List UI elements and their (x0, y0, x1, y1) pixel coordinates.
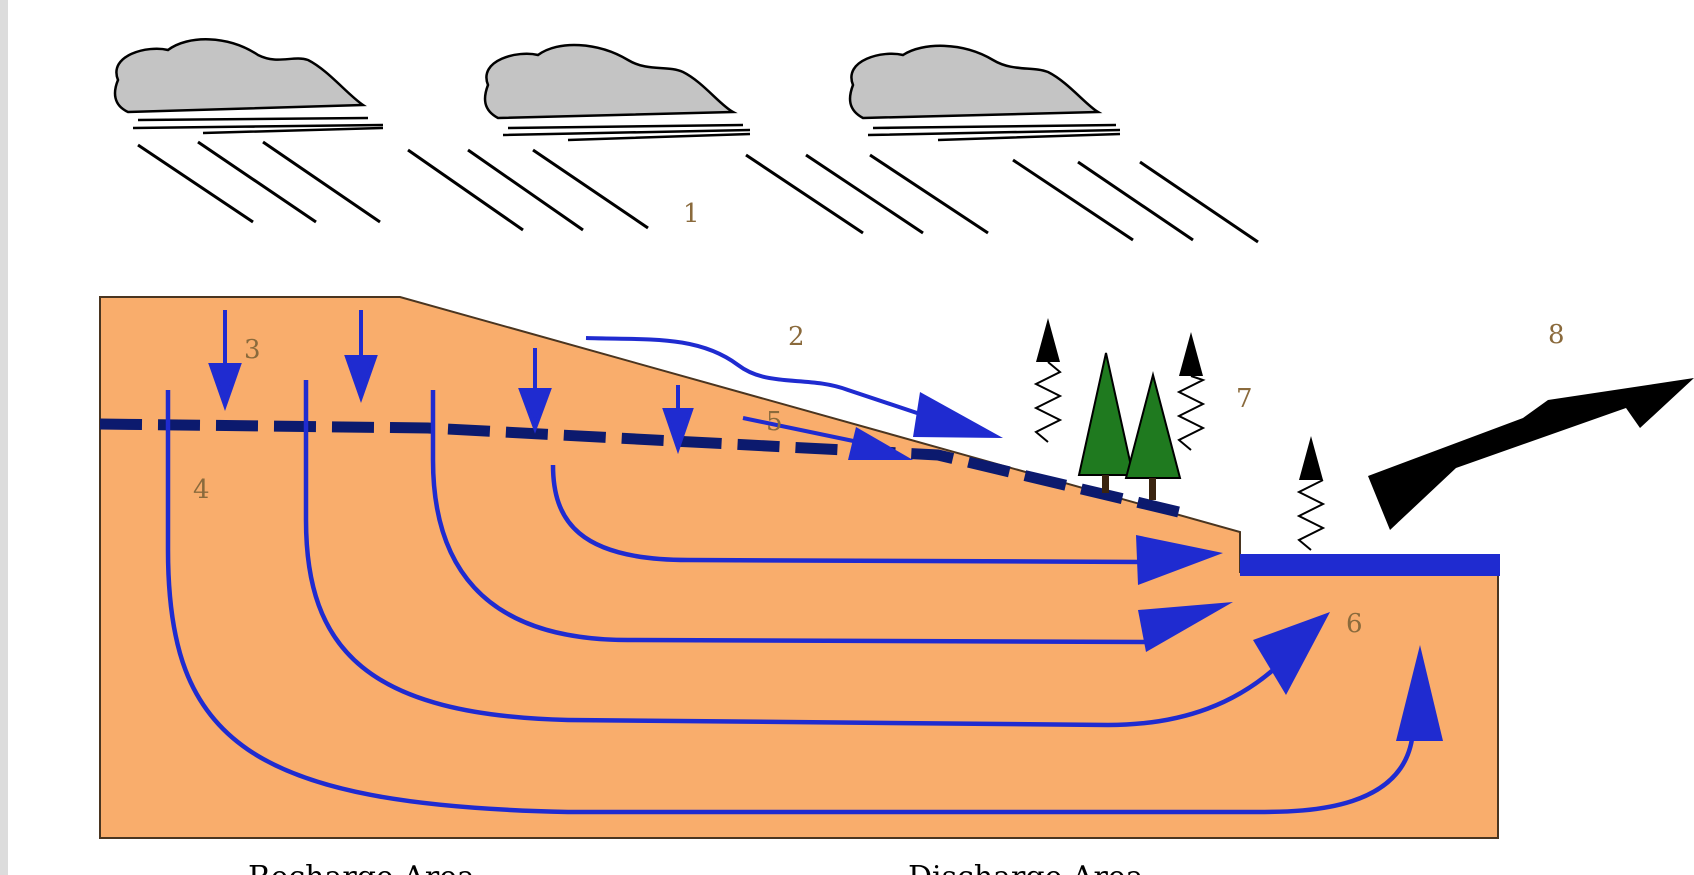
hydrologic-cycle-diagram: 1 2 3 4 5 6 7 8 Recharge Area Discharge … (99, 38, 1694, 875)
tree-icon-2 (1124, 371, 1182, 500)
caption-discharge-area: Discharge Area (908, 860, 1144, 875)
rain-lines (137, 140, 1259, 244)
evapotranspiration-arrows (1033, 318, 1326, 551)
diagram-frame: 1 2 3 4 5 6 7 8 Recharge Area Discharge … (8, 0, 1694, 875)
groundwater-flow-arrowheads (1136, 535, 1443, 741)
cloud-2 (483, 43, 751, 142)
label-4: 4 (193, 475, 210, 505)
label-1: 1 (683, 199, 700, 229)
cloud-1 (113, 38, 384, 135)
groundwater-flow-paths (165, 380, 1416, 815)
surface-runoff-arrow (585, 336, 1003, 438)
cloud-3 (848, 44, 1121, 142)
surface-water (1240, 554, 1500, 576)
label-6: 6 (1346, 609, 1363, 639)
infiltration-arrows (208, 310, 694, 455)
label-5: 5 (766, 407, 783, 437)
caption-recharge-area: Recharge Area (248, 860, 475, 875)
label-7: 7 (1236, 384, 1253, 414)
tree-icon-1 (1077, 352, 1135, 493)
label-3: 3 (244, 335, 261, 365)
label-2: 2 (788, 322, 805, 352)
label-8: 8 (1548, 320, 1565, 350)
atmospheric-transport-arrow (1368, 378, 1694, 530)
water-table-line (99, 418, 1185, 519)
interflow-arrow (742, 416, 913, 460)
